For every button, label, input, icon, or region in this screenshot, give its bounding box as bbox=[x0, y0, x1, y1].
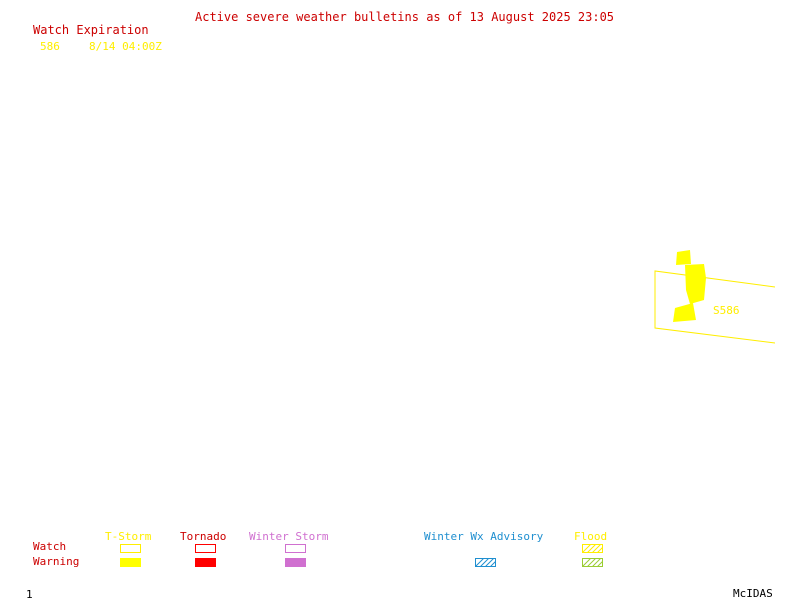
tstorm-warning-polygon bbox=[673, 303, 696, 322]
legend-label-winter-storm: Winter Storm bbox=[249, 530, 329, 543]
mcidas-credit: McIDAS bbox=[733, 587, 773, 600]
legend-winter-storm-warning-swatch bbox=[285, 558, 306, 567]
legend-tornado-warning-swatch bbox=[195, 558, 216, 567]
legend-row-warning: Warning bbox=[33, 555, 80, 568]
legend-flood-watch-swatch bbox=[582, 544, 603, 553]
bulletin-title: Active severe weather bulletins as of 13… bbox=[195, 10, 615, 24]
legend-winter-advisory-swatch bbox=[475, 558, 496, 567]
legend-tstorm-warning-swatch bbox=[120, 558, 141, 567]
watch-polygon bbox=[654, 270, 776, 344]
legend-row-watch: Watch bbox=[33, 540, 67, 553]
frame-number: 1 bbox=[26, 588, 33, 601]
legend-label-tstorm: T-Storm bbox=[105, 530, 152, 543]
legend-tornado-watch-swatch bbox=[195, 544, 216, 553]
legend-flood-warning-swatch bbox=[582, 558, 603, 567]
watch-map-label: S586 bbox=[713, 304, 740, 317]
legend-label-flood: Flood bbox=[574, 530, 608, 543]
tstorm-warning-polygon bbox=[685, 264, 706, 304]
legend-label-winter-advisory: Winter Wx Advisory bbox=[424, 530, 544, 543]
legend-winter-storm-watch-swatch bbox=[285, 544, 306, 553]
watch-expiration-heading: Watch Expiration bbox=[33, 23, 149, 37]
watch-expiration-time: 8/14 04:00Z bbox=[89, 40, 162, 53]
legend-label-tornado: Tornado bbox=[180, 530, 227, 543]
watch-number: 586 bbox=[40, 40, 60, 53]
legend-tstorm-watch-swatch bbox=[120, 544, 141, 553]
tstorm-warning-polygon bbox=[676, 250, 691, 265]
